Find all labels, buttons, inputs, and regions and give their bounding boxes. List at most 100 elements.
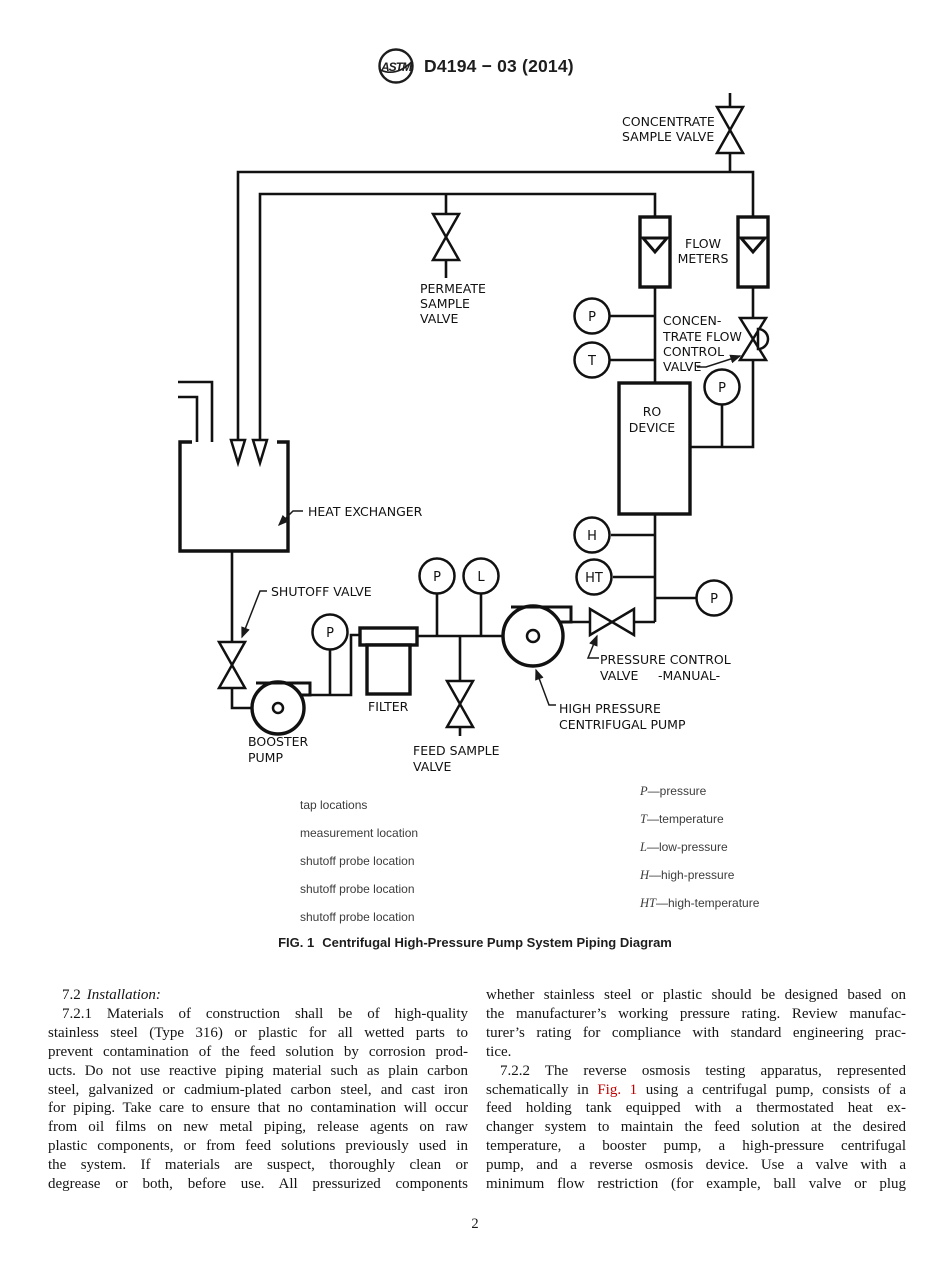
text-line: for piping. Take care to ensure that no …	[48, 1100, 468, 1117]
shutoff-valve-label: SHUTOFF VALVE	[271, 584, 372, 599]
legend-symbol: P	[640, 784, 648, 798]
standard-designation: D4194 − 03 (2014)	[424, 55, 574, 76]
legend-item: tap locations	[300, 798, 368, 812]
high-pressure-pump-label: CENTRIFUGAL PUMP	[559, 717, 686, 732]
booster-pump-symbol	[250, 680, 312, 736]
text-segment: schematically in	[486, 1081, 598, 1098]
legend-item: H—high-pressure	[640, 868, 734, 883]
text-line: ucts. Do not use reactive piping materia…	[48, 1062, 468, 1079]
pressure-control-valve-label: PRESSURE CONTROL	[600, 652, 731, 667]
concentrate-flow-control-valve-label: VALVE	[663, 359, 701, 374]
flow-meter-float-icon	[737, 236, 769, 255]
astm-logo-text: ASTM	[380, 60, 413, 74]
concentrate-flow-control-valve-label: TRATE FLOW	[662, 329, 742, 344]
flow-meters-label: METERS	[678, 251, 729, 266]
filter-cap	[358, 626, 419, 647]
legend-symbol: T	[640, 812, 647, 826]
legend-desc: —low-pressure	[646, 840, 728, 854]
text-line: 7.2.1 Materials of construction shall be…	[62, 1005, 468, 1022]
ro-device-label: DEVICE	[629, 420, 675, 435]
high-pressure-pump-symbol	[501, 604, 573, 668]
booster-pump-label: PUMP	[248, 750, 283, 765]
pressure-control-valve-label: -MANUAL-	[658, 668, 720, 683]
feed-sample-valve-label: VALVE	[413, 759, 451, 774]
concentrate-flow-control-valve-symbol	[737, 316, 770, 362]
text-line: 7.2.2 The reverse osmosis testing appara…	[500, 1062, 906, 1079]
section-title: Installation:	[86, 987, 161, 1003]
legend-symbol: H	[640, 868, 650, 882]
body-left-column: 7.2 Installation: 7.2.1 Materials of cons…	[48, 986, 468, 1194]
feed-sample-valve-label: FEED SAMPLE	[413, 743, 500, 758]
permeate-sample-valve-label: VALVE	[420, 311, 458, 326]
temperature-gauge-label: T	[587, 354, 596, 369]
filter-label: FILTER	[368, 699, 409, 714]
gauge-circles	[311, 297, 741, 651]
high-pressure-pump-leader	[535, 668, 556, 706]
figure-reference-link[interactable]: Fig. 1	[597, 1081, 638, 1098]
legend-item: shutoff probe location	[300, 854, 415, 868]
text-line: changer system to maintain the feed solu…	[486, 1119, 906, 1136]
legend-item: P—pressure	[640, 784, 706, 799]
text-line: plastic components, or from feed solutio…	[48, 1138, 468, 1155]
legend-symbol: L	[640, 840, 647, 854]
flow-meter-float-icon	[639, 236, 671, 255]
body-right-column: whether stainless steel or plastic shoul…	[486, 986, 906, 1194]
concentrate-flow-control-valve-label: CONCEN-	[663, 313, 721, 328]
text-line: from oil films on new metal piping, rele…	[48, 1119, 468, 1136]
legend-symbol: HT	[640, 896, 656, 910]
text-line: steel, galvanized or cadmium-plated carb…	[48, 1081, 468, 1098]
text-line: schematically in Fig. 1 using a centrifu…	[486, 1081, 906, 1100]
astm-logo: ASTM	[378, 48, 414, 84]
heat-exchanger-leader	[277, 510, 303, 527]
legend-desc: —high-pressure	[649, 868, 735, 882]
permeate-sample-valve-label: SAMPLE	[420, 296, 470, 311]
legend-desc: —high-temperature	[655, 896, 760, 910]
text-line: feed holding tank equipped with a thermo…	[486, 1100, 906, 1117]
pressure-control-valve-symbol	[588, 606, 636, 638]
return-arrow-icon	[251, 438, 269, 468]
text-line: the manufacturer’s working pressure rati…	[486, 1005, 906, 1022]
high-temperature-probe-label: HT	[585, 571, 603, 586]
high-pressure-probe-label: H	[587, 529, 597, 544]
text-line: tice.	[486, 1043, 512, 1060]
legend-item: HT—high-temperature	[640, 896, 759, 911]
text-line: whether stainless steel or plastic shoul…	[486, 987, 906, 1003]
text-line: degrease or both, before use. All pressu…	[48, 1176, 468, 1193]
shutoff-valve-leader	[241, 590, 267, 639]
piping-diagram: P P L P T H HT P P CONCENTRATE SAMPLE VA…	[178, 93, 770, 774]
section-number: 7.2	[62, 987, 81, 1003]
concentrate-flow-control-valve-label: CONTROL	[663, 344, 724, 359]
ro-device	[617, 381, 692, 516]
pressure-gauge-label: P	[710, 592, 718, 607]
page-header: ASTM D4194 − 03 (2014)	[377, 46, 574, 86]
concentrate-sample-valve-symbol	[714, 105, 746, 155]
booster-pump-label: BOOSTER	[248, 734, 309, 749]
text-line: stainless steel (Type 316) or plastic fo…	[48, 1024, 468, 1041]
legend-item: T—temperature	[640, 812, 724, 827]
legend-desc: —temperature	[646, 812, 724, 826]
shutoff-valve-symbol	[216, 640, 248, 690]
pressure-gauge-label: P	[326, 626, 334, 641]
text-line: pump, and a reverse osmosis device. Use …	[486, 1157, 906, 1174]
feed-tank	[178, 440, 290, 553]
legend-desc: —pressure	[647, 784, 707, 798]
ro-device-label: RO	[643, 404, 662, 419]
legend-item: measurement location	[300, 826, 419, 840]
piping-lines	[230, 93, 755, 736]
text-line: the system. If materials are suspect, th…	[48, 1157, 468, 1174]
concentrate-sample-valve-label: SAMPLE VALVE	[622, 129, 714, 144]
pressure-control-valve-leader	[586, 634, 599, 659]
low-pressure-probe-label: L	[477, 570, 485, 585]
high-pressure-pump-label: HIGH PRESSURE	[559, 701, 661, 716]
pressure-gauge-label: P	[433, 570, 441, 585]
concentrate-sample-valve-label: CONCENTRATE	[622, 114, 715, 129]
pressure-gauge-label: P	[588, 310, 596, 325]
page-number: 2	[471, 1216, 479, 1232]
feed-sample-valve-symbol	[444, 679, 476, 729]
text-segment: using a centrifugal pump, consists of a	[637, 1081, 906, 1098]
text-line: turer’s rating for compliance with stand…	[486, 1024, 906, 1041]
text-line: prevent contamination of the feed soluti…	[48, 1043, 468, 1060]
pressure-control-valve-label: VALVE	[600, 668, 638, 683]
